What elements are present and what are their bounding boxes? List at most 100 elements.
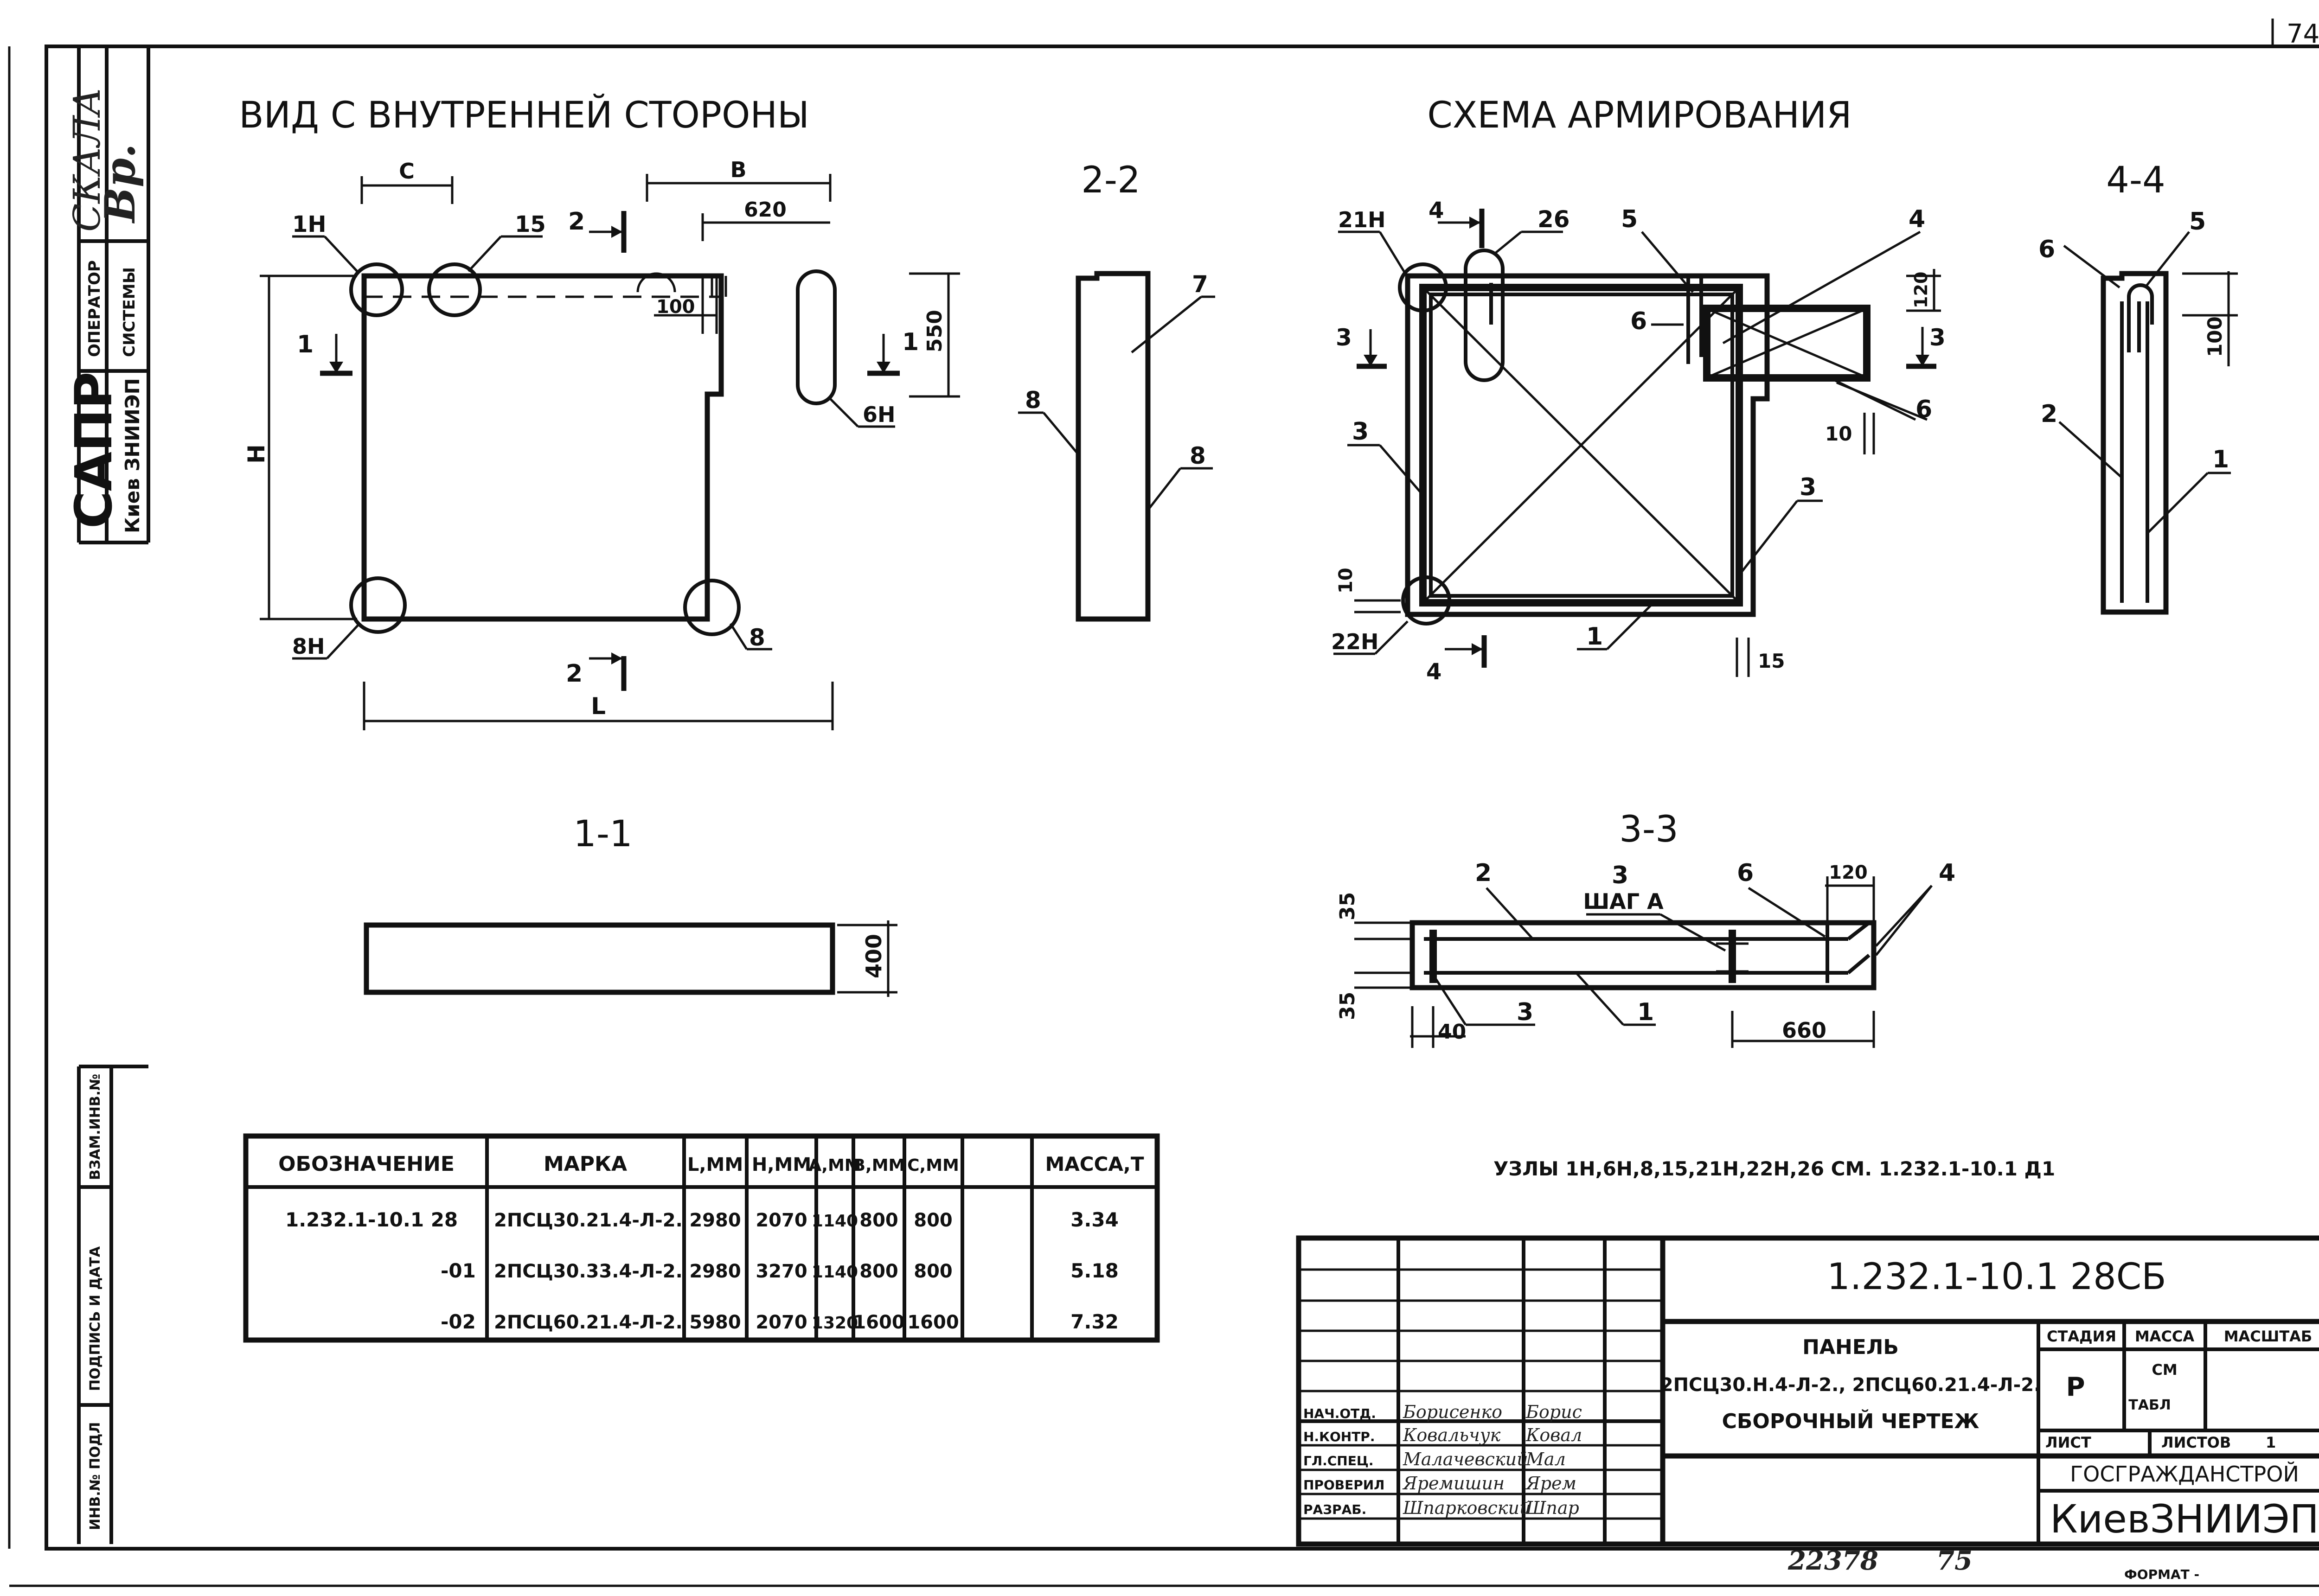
staff-signature: Ярем — [1525, 1473, 1576, 1494]
staff-signature: Борис — [1525, 1402, 1582, 1422]
mass-value-2: ТАБЛ — [2128, 1397, 2171, 1413]
label-7: 7 — [1192, 271, 1208, 298]
label-8b: 8 — [1190, 442, 1206, 469]
node-1h: 1Н — [292, 211, 327, 237]
label-44-6: 6 — [2038, 236, 2055, 263]
section-11-title: 1-1 — [573, 813, 632, 855]
staff-signature: Шпар — [1525, 1498, 1579, 1518]
node-26: 26 — [1537, 206, 1570, 233]
node-8: 8 — [749, 624, 765, 651]
stage-value: Р — [2066, 1372, 2085, 1402]
dim-33-40: 40 — [1438, 1020, 1466, 1044]
table-cell: 1140 — [812, 1263, 858, 1282]
label-33-120: 120 — [1829, 862, 1868, 883]
staff-row: ГЛ.СПЕЦ. Малачевский Мал — [1303, 1449, 1566, 1469]
table-cell: 800 — [914, 1210, 953, 1231]
dim-120-schema: 120 — [1911, 272, 1931, 308]
section-1a: 1 — [297, 331, 314, 358]
strip-system-label: СИСТЕМЫ — [120, 267, 139, 357]
table-row: -01 2ПСЦ30.33.4-Л-2. 2980 3270 1140 800 … — [441, 1259, 1119, 1282]
table-cell: 2980 — [689, 1261, 741, 1282]
staff-signature: Ковал — [1525, 1425, 1582, 1445]
table-cell: 7.32 — [1070, 1310, 1119, 1333]
label-44-1: 1 — [2212, 446, 2229, 473]
org-2: КиевЗНИИЭП — [2050, 1496, 2319, 1542]
th-b: В,ММ — [853, 1156, 905, 1175]
dim-550: 550 — [923, 310, 947, 352]
dim-b: В — [730, 157, 746, 182]
section-4b: 4 — [1426, 659, 1441, 685]
staff-role: Н.КОНТР. — [1303, 1429, 1375, 1444]
strip-skala-sign: Вр. — [96, 144, 145, 224]
staff-role: ГЛ.СПЕЦ. — [1303, 1453, 1373, 1468]
schema-title: СХЕМА АРМИРОВАНИЯ — [1427, 95, 1851, 136]
doc-name-2: 2ПСЦ30.Н.4-Л-2., 2ПСЦ60.21.4-Л-2. — [1660, 1374, 2041, 1396]
scale-header: МАСШТАБ — [2224, 1328, 2313, 1345]
label-33-4: 4 — [1939, 859, 1955, 887]
strip-podp-label: ПОДПИСЬ И ДАТА — [87, 1246, 103, 1391]
table-cell: 2980 — [689, 1210, 741, 1231]
table-row: -02 2ПСЦ60.21.4-Л-2. 5980 2070 1320 1600… — [441, 1310, 1119, 1333]
strip-sapr-label: САПР — [64, 371, 123, 529]
dim-15: 15 — [1758, 650, 1785, 672]
table-cell: 1140 — [812, 1212, 858, 1231]
dim-33-35a: 35 — [1336, 892, 1359, 920]
staff-signature: Мал — [1525, 1449, 1566, 1469]
section-3-3: 3-3 2 3 ШАГ А 6 120 4 3 1 35 — [1336, 809, 1955, 1048]
table-cell: 800 — [859, 1210, 898, 1231]
node-15: 15 — [515, 211, 546, 237]
nodes-note: УЗЛЫ 1Н,6Н,8,15,21Н,22Н,26 СМ. 1.232.1-1… — [1493, 1157, 2055, 1180]
table-cell: -02 — [441, 1310, 476, 1333]
view-inner-title: ВИД С ВНУТРЕННЕЙ СТОРОНЫ — [239, 94, 809, 136]
label-3a: 3 — [1352, 418, 1369, 446]
dim-100: 100 — [656, 296, 695, 318]
reinforcement-schema: СХЕМА АРМИРОВАНИЯ 21Н 26 5 4 6 6 3 — [1331, 95, 1946, 685]
table-cell: 800 — [859, 1261, 898, 1282]
table-cell: 2070 — [756, 1312, 807, 1333]
table-cell: 3.34 — [1070, 1208, 1119, 1231]
staff-name: Малачевский — [1403, 1449, 1528, 1469]
doc-code: 1.232.1-10.1 28СБ — [1827, 1256, 2166, 1298]
staff-role: НАЧ.ОТД. — [1303, 1406, 1376, 1421]
section-1-1: 1-1 400 — [364, 813, 897, 997]
left-strip: СКАЛА Вр. ОПЕРАТОР СИСТЕМЫ САПР Киев ЗНИ… — [64, 46, 150, 1544]
section-4-4: 4-4 6 5 2 1 100 — [2038, 160, 2238, 615]
label-6b: 6 — [1915, 396, 1932, 423]
strip-operator-label: ОПЕРАТОР — [85, 260, 104, 357]
label-33-2: 2 — [1475, 859, 1492, 887]
table-row: 1.232.1-10.1 28 2ПСЦ30.21.4-Л-2. 2980 20… — [285, 1208, 1119, 1231]
th-l: L,ММ — [687, 1154, 743, 1175]
dim-33-660: 660 — [1782, 1018, 1826, 1043]
doc-name-3: СБОРОЧНЫЙ ЧЕРТЕЖ — [1722, 1409, 1979, 1433]
org-1: ГОСГРАЖДАНСТРОЙ — [2070, 1462, 2299, 1487]
staff-row: РАЗРАБ. Шпарковский Шпар — [1303, 1498, 1579, 1518]
section-44-title: 4-4 — [2106, 160, 2165, 201]
table-cell: 2ПСЦ60.21.4-Л-2. — [494, 1312, 683, 1333]
staff-row: Н.КОНТР. Ковальчук Ковал — [1303, 1425, 1582, 1445]
section-3a: 3 — [1336, 324, 1352, 351]
node-21h: 21Н — [1338, 207, 1386, 232]
dim-400: 400 — [861, 934, 886, 978]
node-8h: 8Н — [292, 634, 325, 659]
strip-kiev-label: Киев ЗНИИЭП — [121, 378, 144, 533]
table-cell: 800 — [914, 1261, 953, 1282]
stage-header: СТАДИЯ — [2047, 1328, 2116, 1345]
section-22-title: 2-2 — [1081, 160, 1140, 201]
node-6h: 6Н — [863, 402, 896, 427]
staff-role: РАЗРАБ. — [1303, 1502, 1366, 1517]
staff-name: Яремишин — [1402, 1473, 1505, 1494]
table-cell: 1320 — [812, 1314, 858, 1333]
strip-inv-label: ИНВ.№ ПОДЛ — [87, 1422, 103, 1530]
th-a: А,ММ — [808, 1156, 861, 1175]
label-4: 4 — [1909, 205, 1925, 233]
dim-l: L — [591, 693, 606, 720]
th-mark: МАРКА — [544, 1152, 627, 1176]
label-33-step: ШАГ А — [1583, 889, 1664, 914]
section-3b: 3 — [1929, 324, 1946, 351]
label-8a: 8 — [1025, 387, 1041, 414]
strip-vzam-label: ВЗАМ.ИНВ.№ — [87, 1074, 103, 1180]
th-mass: МАССА,Т — [1045, 1153, 1144, 1175]
label-5: 5 — [1621, 205, 1638, 233]
dim-10a: 10 — [1825, 422, 1852, 445]
